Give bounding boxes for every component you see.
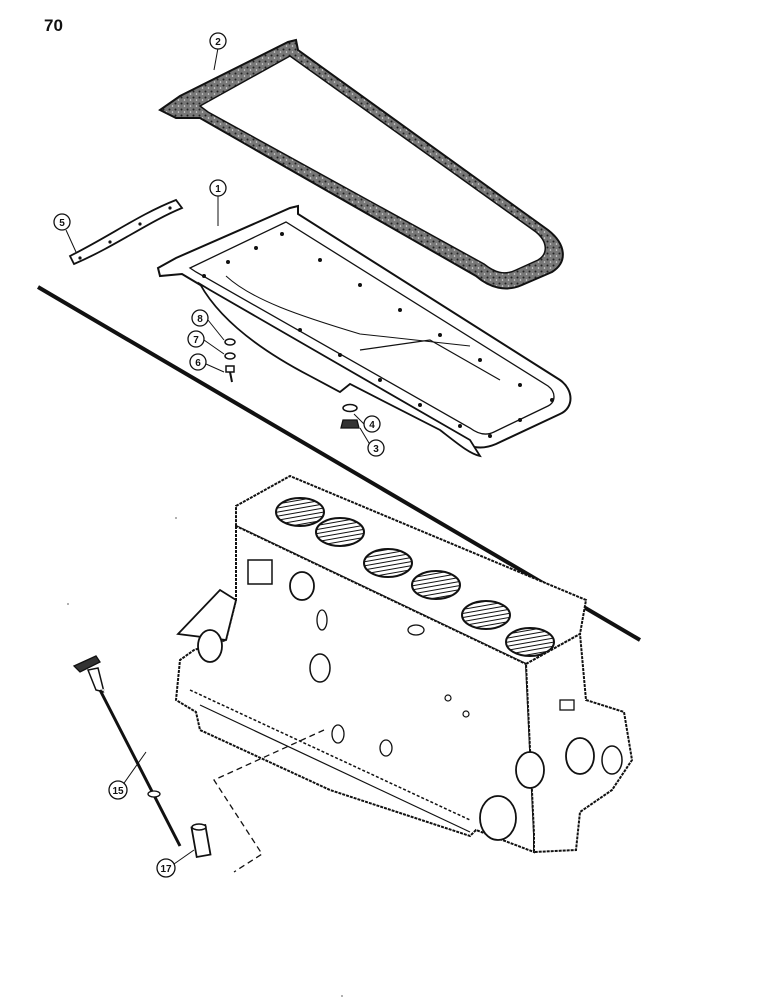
callout-5: 5 [53, 213, 71, 231]
oil-pan-gasket [158, 38, 564, 290]
svg-text:7: 7 [193, 335, 199, 346]
scan-specks [67, 517, 343, 997]
cylinder-bores [275, 497, 555, 657]
callout-15: 15 [108, 780, 128, 800]
dipstick-tube [190, 823, 212, 859]
svg-text:4: 4 [369, 420, 375, 431]
svg-text:5: 5 [59, 218, 65, 229]
svg-text:3: 3 [373, 444, 379, 455]
cylinder-block [174, 474, 634, 854]
dipstick [72, 655, 184, 847]
page-number: 70 [44, 16, 63, 35]
svg-text:8: 8 [197, 314, 203, 325]
callout-1: 1 [209, 179, 227, 197]
callout-4: 4 [363, 415, 381, 433]
gasket-strip [68, 198, 184, 266]
leader-lines [65, 47, 373, 865]
callout-2: 2 [209, 32, 227, 50]
svg-text:15: 15 [112, 786, 124, 797]
tube-installation-path [213, 729, 325, 873]
svg-text:6: 6 [195, 358, 201, 369]
callout-7: 7 [187, 330, 205, 348]
drain-plug-and-gasket [340, 403, 360, 429]
callout-3: 3 [367, 439, 385, 457]
svg-text:1: 1 [215, 184, 221, 195]
oil-pan [156, 204, 572, 458]
callout-6: 6 [189, 353, 207, 371]
svg-text:2: 2 [215, 37, 221, 48]
callout-8: 8 [191, 309, 209, 327]
callout-17: 17 [156, 858, 176, 878]
pan-bolt-and-washers [224, 338, 236, 383]
svg-text:17: 17 [160, 864, 172, 875]
